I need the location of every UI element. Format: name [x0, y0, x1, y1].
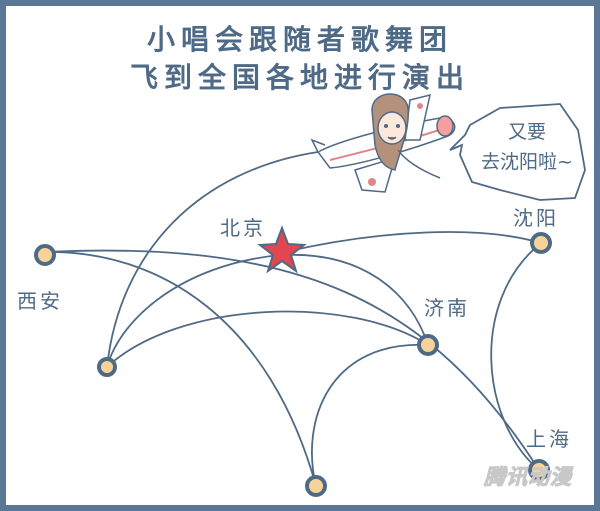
dot-jinan [417, 334, 439, 356]
route-beijing-jinan [284, 254, 429, 346]
title-line-1: 小唱会跟随者歌舞团 [146, 23, 453, 56]
city-label-xian: 西安 [17, 289, 63, 313]
star-beijing-icon [257, 225, 307, 274]
route-beijing-shenyang [284, 231, 542, 253]
dot-west [97, 357, 117, 377]
watermark: 腾讯动漫 [484, 465, 572, 490]
route-beijing-west [106, 254, 281, 368]
dot-shenyang [530, 232, 552, 254]
city-label-beijing: 北京 [220, 216, 266, 240]
speech-line-2: 去沈阳啦~ [481, 151, 573, 173]
route-shenyang-shanghai [490, 242, 542, 471]
speech-line-1: 又要 [507, 121, 546, 143]
city-label-shanghai: 上海 [526, 427, 572, 451]
route-west-jinan [106, 310, 429, 368]
city-label-shenyang: 沈阳 [513, 206, 559, 230]
plane-character-icon [310, 93, 456, 193]
title-line-2: 飞到全国各地进行演出 [129, 61, 470, 94]
dot-south [305, 475, 327, 497]
speech-bubble [449, 103, 586, 201]
route-xian-shanghai [44, 249, 540, 471]
route-xian-south [44, 251, 317, 487]
route-plane [106, 151, 319, 368]
dot-xian [34, 244, 56, 266]
speech-bubble-text: 又要 去沈阳啦~ [472, 117, 582, 177]
dot-shanghai [528, 459, 550, 481]
flight-routes [44, 151, 542, 487]
route-jinan-south [311, 344, 429, 487]
city-label-jinan: 济南 [424, 296, 470, 320]
city-dots [34, 232, 552, 497]
